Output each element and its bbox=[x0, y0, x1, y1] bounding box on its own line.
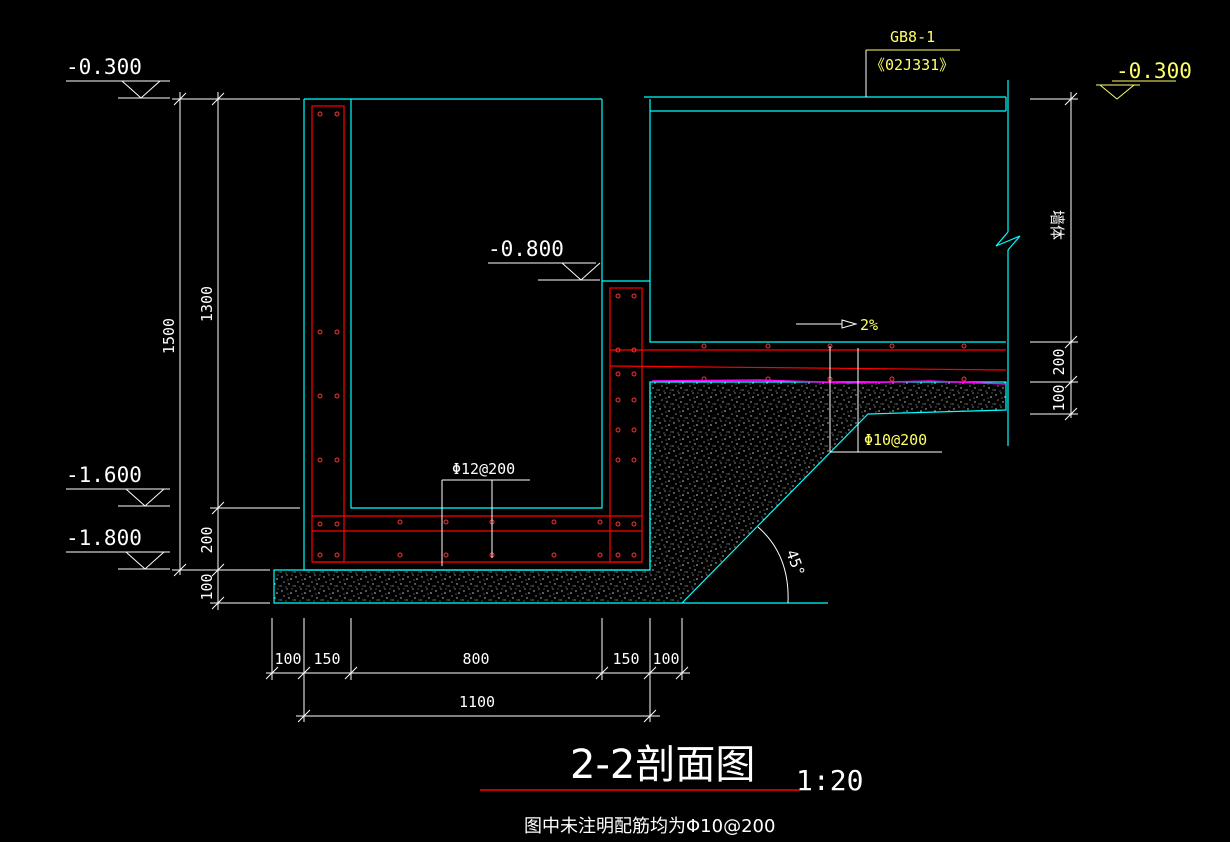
rebar-dot bbox=[597, 519, 603, 525]
rebar-dot bbox=[631, 427, 637, 433]
slope-label: 2% bbox=[860, 316, 878, 334]
rebar-label-bottom: Φ12@200 bbox=[452, 460, 515, 478]
drawing-note: 图中未注明配筋均为Φ10@200 bbox=[524, 816, 775, 837]
rebar-dot bbox=[615, 347, 621, 353]
structure-outline bbox=[303, 80, 1021, 604]
rebar-dot bbox=[631, 293, 637, 299]
rebar-dot bbox=[889, 376, 895, 382]
rebar-dot bbox=[631, 347, 637, 353]
rebar-dot bbox=[317, 457, 323, 463]
rebar-dot bbox=[397, 519, 403, 525]
rebar-dots bbox=[317, 111, 967, 558]
dim-seg-3: 800 bbox=[462, 650, 489, 668]
rebar-dot bbox=[615, 293, 621, 299]
rebar-dot bbox=[551, 552, 557, 558]
rebar-dot bbox=[317, 111, 323, 117]
level-marker-right bbox=[1096, 80, 1176, 100]
level-left-1800: -1.800 bbox=[66, 526, 142, 550]
rebar-dot bbox=[334, 521, 340, 527]
rebar-dot bbox=[631, 457, 637, 463]
rebar-dot bbox=[334, 552, 340, 558]
rebar-dot bbox=[631, 552, 637, 558]
rebar-dot bbox=[765, 343, 771, 349]
rebar-dot bbox=[334, 329, 340, 335]
rebar-dot bbox=[551, 519, 557, 525]
rebar-dot bbox=[615, 552, 621, 558]
dim-wall-height: 1300 bbox=[198, 286, 216, 322]
dim-seg-2: 150 bbox=[313, 650, 340, 668]
rebar-dot bbox=[397, 552, 403, 558]
rebar-dot bbox=[443, 552, 449, 558]
dim-cushion-height: 100 bbox=[198, 573, 216, 600]
dim-right-slab: 200 bbox=[1050, 348, 1068, 375]
rebar-layout bbox=[311, 105, 1007, 563]
dim-seg-5: 100 bbox=[652, 650, 679, 668]
rebar-dot bbox=[597, 552, 603, 558]
rebar-dot bbox=[701, 343, 707, 349]
rebar-dot bbox=[615, 397, 621, 403]
drawing-title: 2-2剖面图 bbox=[570, 742, 755, 788]
rebar-dot bbox=[889, 343, 895, 349]
rebar-dot bbox=[334, 111, 340, 117]
gb-code: GB8-1 bbox=[890, 28, 935, 46]
dim-seg-1: 100 bbox=[274, 650, 301, 668]
waterproof-membrane bbox=[651, 379, 1007, 385]
dimension-lines bbox=[172, 92, 1078, 723]
rebar-dot bbox=[631, 521, 637, 527]
dim-seg-4: 150 bbox=[612, 650, 639, 668]
drawing-scale: 1:20 bbox=[796, 764, 863, 797]
level-left-1600: -1.600 bbox=[66, 463, 142, 487]
gb-ref: 《02J331》 bbox=[870, 56, 954, 74]
rebar-dot bbox=[317, 521, 323, 527]
rebar-dot bbox=[317, 552, 323, 558]
wall-label: 墙体 bbox=[1048, 210, 1066, 240]
rebar-dot bbox=[631, 371, 637, 377]
dim-right-cushion: 100 bbox=[1050, 384, 1068, 411]
dim-total: 1100 bbox=[459, 693, 495, 711]
dim-overall-height: 1500 bbox=[160, 318, 178, 354]
rebar-dot bbox=[615, 457, 621, 463]
rebar-dot bbox=[443, 519, 449, 525]
annotation-leaders bbox=[441, 49, 960, 604]
level-right-top: -0.300 bbox=[1116, 59, 1192, 83]
rebar-dot bbox=[334, 393, 340, 399]
rebar-dot bbox=[317, 329, 323, 335]
rebar-dot bbox=[961, 343, 967, 349]
rebar-dot bbox=[615, 427, 621, 433]
rebar-dot bbox=[615, 521, 621, 527]
level-left-top: -0.300 bbox=[66, 55, 142, 79]
dim-slab-height: 200 bbox=[198, 526, 216, 553]
rebar-dot bbox=[631, 397, 637, 403]
rebar-label-right: Φ10@200 bbox=[864, 431, 927, 449]
rebar-dot bbox=[334, 457, 340, 463]
level-inner: -0.800 bbox=[488, 237, 564, 261]
rebar-dot bbox=[961, 376, 967, 382]
rebar-dot bbox=[615, 371, 621, 377]
level-markers bbox=[66, 80, 601, 570]
rebar-dot bbox=[317, 393, 323, 399]
